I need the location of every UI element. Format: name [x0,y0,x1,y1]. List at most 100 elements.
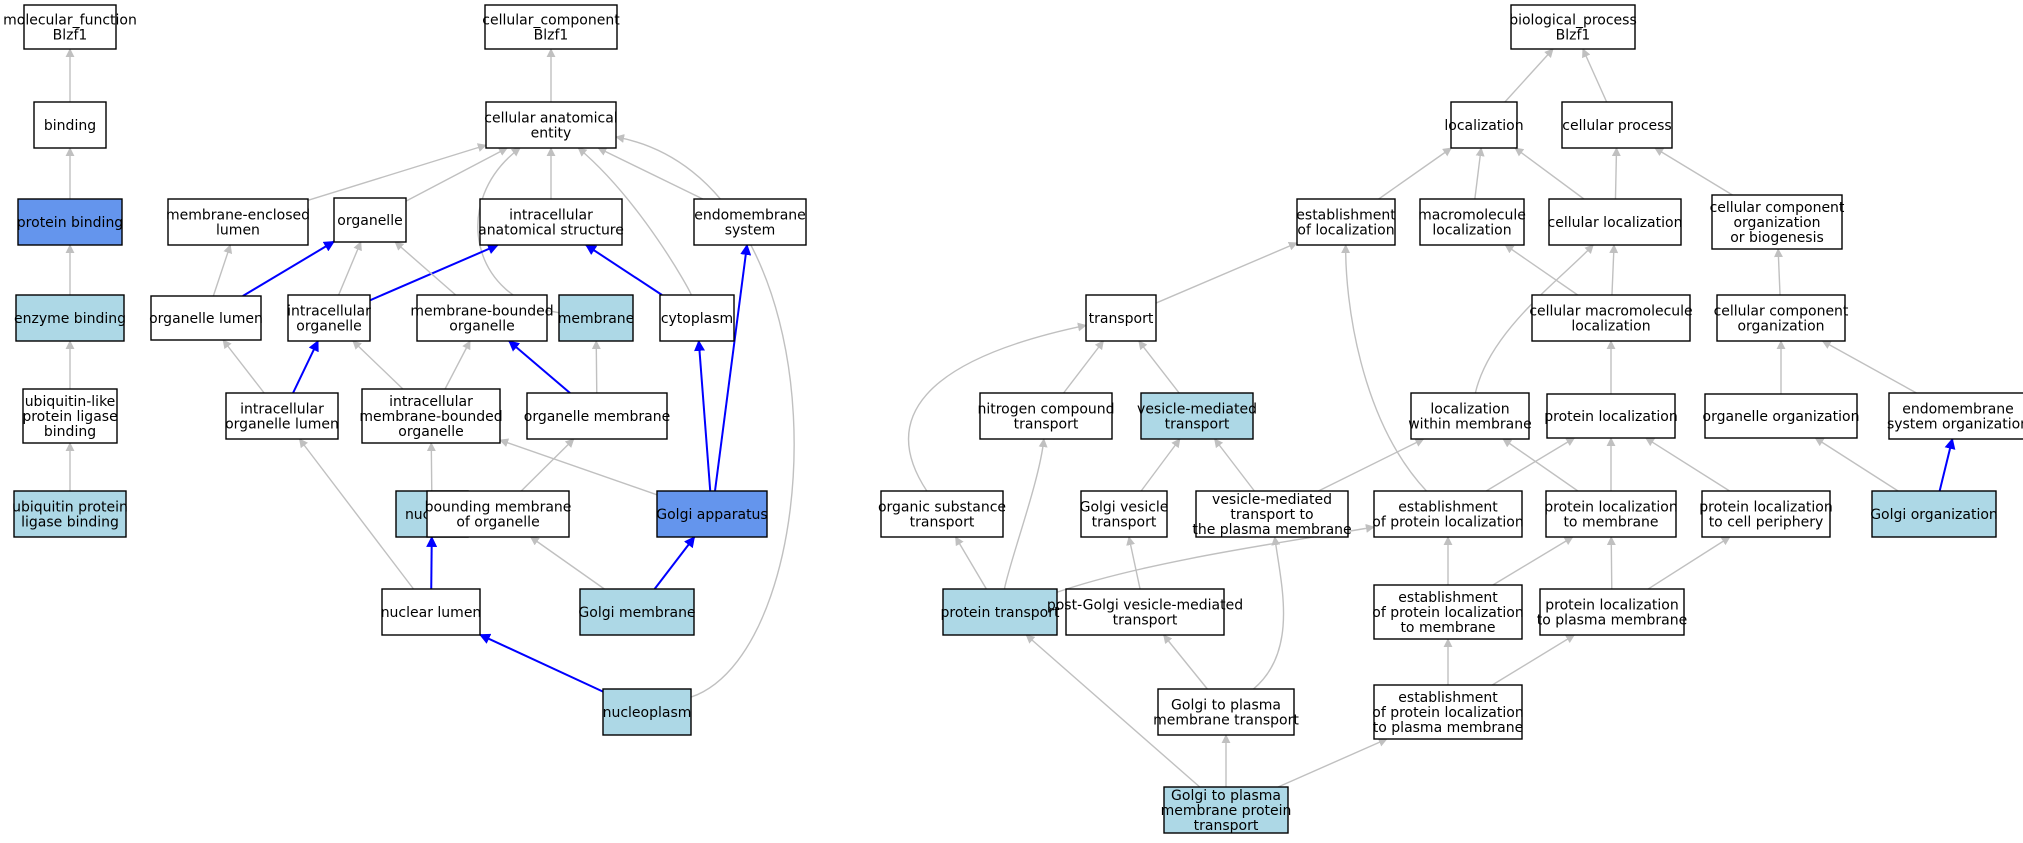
node-label: post-Golgi vesicle-mediated [1047,598,1243,614]
node-org-org[interactable]: organelle organization [1703,393,1860,439]
node-cell-loc[interactable]: cellular localization [1548,198,1683,246]
node-cell-proc[interactable]: cellular process [1561,101,1673,149]
edge-mbo-to-organelle [394,241,457,296]
node-label: cellular component [1714,304,1849,320]
node-label: Golgi vesicle [1080,500,1169,516]
node-box [1539,588,1685,636]
edge-nct-to-transport [1063,340,1104,394]
node-label: enzyme binding [14,311,126,327]
node-box [1510,4,1636,50]
node-box [1701,490,1831,538]
node-label: vesicle-mediated [1212,492,1332,508]
node-label: establishment [1398,590,1498,606]
node-label: nitrogen compound [977,402,1114,418]
node-label: organization [1733,215,1820,231]
node-transport[interactable]: transport [1085,294,1157,342]
node-label: protein localization [1544,500,1677,516]
node-label: endomembrane [1902,402,2014,418]
node-label: Golgi to plasma [1171,788,1281,804]
edge-golgi_app-to-cytoplasm [694,339,712,492]
node-enzyme-binding[interactable]: enzyme binding [14,294,126,342]
node-box [579,588,695,636]
node-label: ubiquitin-like [25,394,116,410]
edge-gvt-to-vmt [1140,438,1181,492]
node-org-lumen[interactable]: organelle lumen [149,295,263,341]
node-organelle[interactable]: organelle [333,197,407,243]
node-box [381,588,481,636]
edge-org_lumen-to-mel [212,244,233,297]
node-golgi-mem[interactable]: Golgi membrane [578,588,696,636]
node-label: nucleoplasm [603,705,692,721]
node-label: transport [1113,613,1178,629]
node-prot-loc[interactable]: protein localization [1544,393,1678,439]
node-box [484,4,618,50]
node-localization[interactable]: localization [1444,101,1524,149]
edge-gtpmpt-to-prot_trans [1025,634,1201,788]
node-nuc-lumen[interactable]: nuclear lumen [381,588,482,636]
node-golgi-app[interactable]: Golgi apparatus [656,490,768,538]
edge-transport-to-est_loc [1155,241,1298,304]
node-box [1296,198,1396,246]
node-protein-binding[interactable]: protein binding [17,198,123,246]
node-label: Golgi membrane [578,605,695,621]
node-nucleoplasm[interactable]: nucleoplasm [602,688,692,736]
node-prot-trans[interactable]: protein transport [941,588,1060,636]
edge-est_loc-to-localization [1378,147,1453,200]
node-label: molecular_function [3,13,137,29]
node-org-membrane[interactable]: organelle membrane [524,392,670,440]
edge-epltm-to-pltm [1492,536,1574,586]
node-label: organic substance [878,500,1006,516]
node-label: or biogenesis [1730,230,1824,246]
node-membrane[interactable]: membrane [558,294,635,342]
node-label: organelle organization [1703,409,1860,425]
edge-gtpmpt-to-epltpm [1277,738,1388,788]
node-golgi-org[interactable]: Golgi organization [1870,490,1998,538]
node-box [693,198,807,246]
edge-org_lumen-to-organelle [242,240,335,297]
node-label: organelle [398,424,463,440]
edge-cco-to-ccob [1773,248,1783,296]
node-binding[interactable]: binding [33,101,107,149]
node-box [416,294,548,342]
node-box [1140,392,1254,440]
edge-ic_org-to-organelle [337,241,362,296]
node-label: localization [1444,118,1523,134]
edge-epl-to-est_loc [1341,244,1427,492]
node-cytoplasm[interactable]: cytoplasm [659,294,735,342]
